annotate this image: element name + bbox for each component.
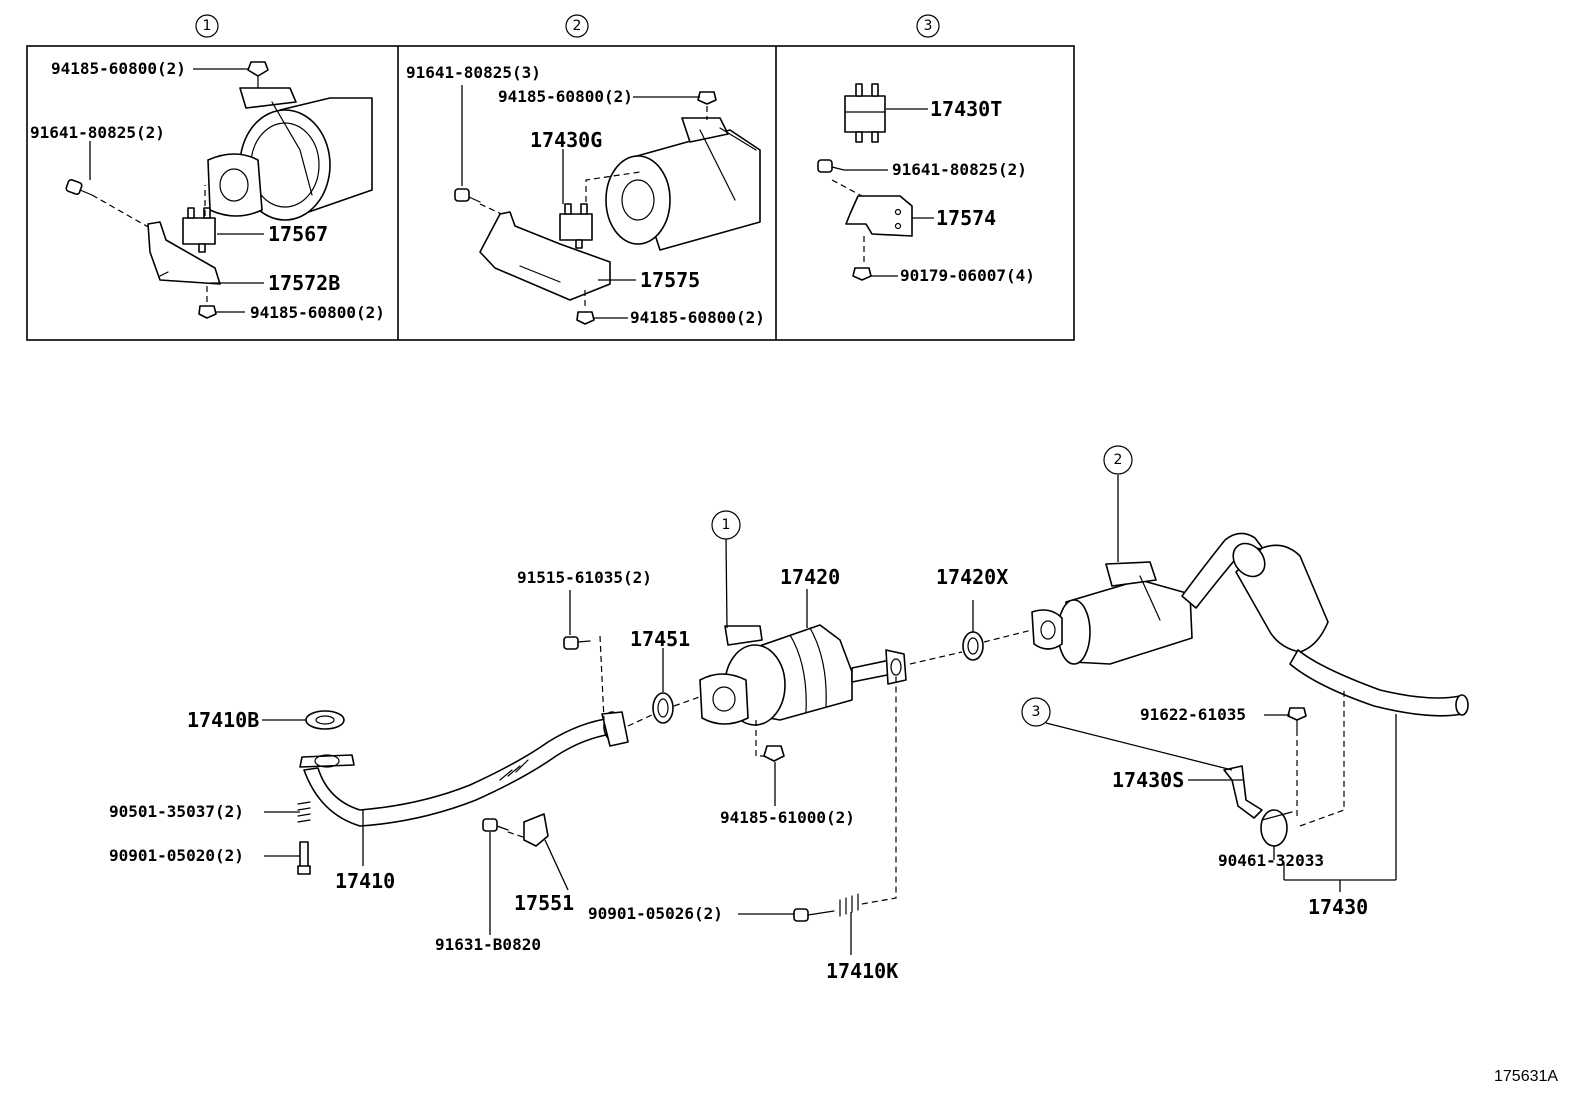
bolt-91515 (563, 636, 591, 650)
inset3-label-bracket: 17574 (936, 206, 996, 230)
label-gasket-17420x: 17420X (936, 565, 1008, 589)
marker-rear-hanger-text: 3 (1032, 704, 1041, 720)
converter (699, 624, 907, 726)
inset3-bracket (845, 195, 913, 237)
inset2-label-bolt: 91641-80825(3) (406, 63, 541, 82)
inset2-muffler-drawing (605, 117, 761, 251)
figure-reference: 175631A (1494, 1068, 1558, 1085)
bracket-17551 (523, 813, 549, 847)
label-bolt-90901: 90901-05026(2) (588, 904, 723, 923)
inset2-bracket (479, 211, 611, 301)
inset1-isolator (182, 207, 216, 253)
spring-17410k (839, 893, 859, 917)
label-front-gasket: 17410B (187, 708, 259, 732)
inset1-label-nut-top: 94185-60800(2) (51, 59, 186, 78)
inset1-bracket (147, 221, 221, 285)
inset3-bolt (817, 159, 845, 173)
front-gasket (305, 710, 345, 730)
inset3-label-isolator: 17430T (930, 97, 1002, 121)
label-converter: 17420 (780, 565, 840, 589)
label-bolt-91631: 91631-B0820 (435, 935, 541, 954)
front-stud (297, 841, 311, 875)
nut-94185 (763, 745, 785, 762)
gasket-17420x (962, 631, 984, 661)
inset-marker-3-text: 3 (924, 18, 933, 34)
inset1-bolt-left (65, 179, 93, 196)
label-bracket-17430s: 17430S (1112, 768, 1184, 792)
label-bolt-91622: 91622-61035 (1140, 705, 1246, 724)
bracket-17430s (1223, 765, 1263, 819)
bolt-90901 (793, 908, 835, 922)
inset1-label-nut-bottom: 94185-60800(2) (250, 303, 385, 322)
inset3-label-nut: 90179-06007(4) (900, 266, 1035, 285)
center-muffler (1031, 532, 1265, 665)
inset2-label-isolator: 17430G (530, 128, 602, 152)
inset-marker-2-text: 2 (573, 18, 582, 34)
label-front-pipe: 17410 (335, 869, 395, 893)
label-stud-bolt: 90901-05020(2) (109, 846, 244, 865)
inset-panel (26, 45, 1075, 341)
inset1-label-bracket: 17572B (268, 271, 340, 295)
label-spring: 90501-35037(2) (109, 802, 244, 821)
label-nut-94185: 94185-61000(2) (720, 808, 855, 827)
tail-pipe (1232, 542, 1469, 717)
marker-rear-hanger: 3 (1021, 697, 1051, 727)
front-pipe (299, 711, 629, 827)
inset2-bolt-left (454, 188, 481, 203)
label-bolt-91515: 91515-61035(2) (517, 568, 652, 587)
inset2-label-bracket: 17575 (640, 268, 700, 292)
inset1-nut-top (247, 61, 269, 89)
inset-3: 17430T 91641-80825(2) 17574 90179-06007(… (817, 83, 1035, 285)
inset-1: 94185-60800(2) 91641-80825(2) 17567 1757… (30, 59, 385, 322)
label-spring-17410k: 17410K (826, 959, 898, 983)
label-tail-pipe: 17430 (1308, 895, 1368, 919)
inset2-isolator (559, 203, 593, 249)
inset-marker-1: 1 (195, 14, 219, 38)
marker-front-hanger-text: 1 (722, 517, 731, 533)
inset-marker-2: 2 (565, 14, 589, 38)
inset3-isolator (844, 83, 886, 143)
inset2-nut-bottom (576, 311, 595, 325)
inset1-nut-bottom (198, 305, 217, 319)
label-gasket-17451: 17451 (630, 627, 690, 651)
inset1-label-bolt: 91641-80825(2) (30, 123, 165, 142)
inset3-label-bolt: 91641-80825(2) (892, 160, 1027, 179)
marker-center-hanger: 2 (1103, 445, 1133, 475)
inset2-label-nut-bottom: 94185-60800(2) (630, 308, 765, 327)
clamp-90461 (1260, 809, 1293, 847)
front-spring (297, 801, 311, 823)
inset3-nut (852, 267, 872, 281)
label-bracket-17551: 17551 (514, 891, 574, 915)
inset-marker-3: 3 (916, 14, 940, 38)
bolt-91622 (1287, 707, 1307, 731)
gasket-17451 (652, 692, 674, 724)
inset2-label-nut-top: 94185-60800(2) (498, 87, 633, 106)
inset-2: 91641-80825(3) 94185-60800(2) 17430G 175… (406, 63, 765, 327)
label-clamp-90461: 90461-32033 (1218, 851, 1324, 870)
marker-center-hanger-text: 2 (1114, 452, 1123, 468)
inset1-label-isolator: 17567 (268, 222, 328, 246)
bolt-91631 (482, 818, 509, 832)
marker-front-hanger: 1 (711, 510, 741, 629)
inset1-muffler-drawing (207, 87, 373, 221)
inset2-nut-top (697, 91, 717, 105)
inset-marker-1-text: 1 (203, 18, 212, 34)
